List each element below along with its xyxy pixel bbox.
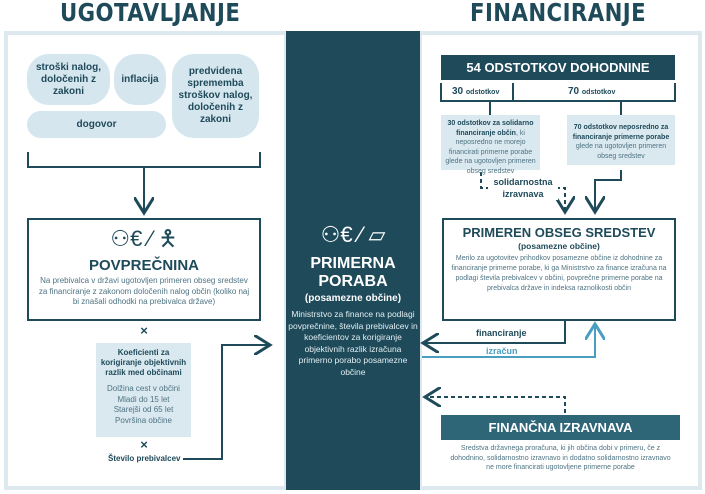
box-30-rest: , ki neposredno ne morejo financirati pr… bbox=[445, 129, 536, 175]
obseg-title: PRIMEREN OBSEG SREDSTEV bbox=[462, 225, 656, 240]
box-70-rest: glede na ugotovljen primeren obseg sreds… bbox=[575, 143, 667, 160]
split-30-unit: odstotkov bbox=[465, 89, 500, 96]
box-70: 70 odstotkov neposredno za financiranje … bbox=[567, 115, 675, 165]
split-70-num: 70 bbox=[568, 86, 580, 97]
obseg-text: Merilo za ugotovitev prihodkov posamezne… bbox=[451, 255, 667, 292]
povprecnina-box: ⚇€ ⁄ 🯅 POVPREČNINA Na prebivalca v držav… bbox=[27, 218, 261, 321]
box-30: 30 odstotkov za solidarno financiranje o… bbox=[441, 115, 540, 175]
right-panel bbox=[418, 31, 702, 490]
bubble-predvidena: predvidena sprememba stroškov nalog, dol… bbox=[172, 54, 259, 138]
povprecnina-title: POVPREČNINA bbox=[88, 257, 200, 274]
koeficient-item: Površina občine bbox=[115, 415, 172, 425]
split-70: 70 odstotkov bbox=[568, 86, 615, 97]
split-70-unit: odstotkov bbox=[581, 89, 616, 96]
koeficient-item: Starejši od 65 let bbox=[113, 405, 174, 414]
header-financiranje: FINANCIRANJE bbox=[470, 0, 647, 27]
box-70-bold: 70 odstotkov neposredno za financiranje … bbox=[572, 124, 670, 141]
center-column bbox=[286, 31, 420, 490]
bubble-inflacija: inflacija bbox=[114, 54, 166, 105]
multiply-icon: × bbox=[140, 437, 148, 452]
box-30-bold: 30 odstotkov za solidarno financiranje o… bbox=[447, 120, 534, 137]
izravnava-text: Sredstva državnega proračuna, ki jih obč… bbox=[450, 445, 671, 471]
koeficient-item: Dolžina cest v občini bbox=[107, 384, 180, 393]
header-ugotavljanje: UGOTAVLJANJE bbox=[60, 0, 241, 27]
dohodnina-bar: 54 ODSTOTKOV DOHODNINE bbox=[441, 55, 675, 80]
stevilo-prebivalcev: Število prebivalcev bbox=[108, 454, 181, 463]
koeficienti-list: Dolžina cest v občini Mladi do 15 let St… bbox=[99, 384, 188, 426]
obseg-subtitle: (posamezne občine) bbox=[518, 241, 600, 251]
primerna-subtitle: (posamezne občine) bbox=[304, 293, 402, 304]
primeren-obseg-box: PRIMEREN OBSEG SREDSTEV (posamezne občin… bbox=[442, 218, 676, 321]
povprecnina-text: Na prebivalca v državi ugotovljen primer… bbox=[38, 276, 250, 306]
financna-izravnava-bar: FINANČNA IZRAVNAVA bbox=[441, 415, 680, 440]
primerna-text: Ministrstvo za finance na podlagi povpre… bbox=[288, 309, 418, 377]
coins-slovenia-map-icon: ⚇€ ⁄ ▱ bbox=[320, 222, 386, 247]
koeficient-item: Mladi do 15 let bbox=[117, 394, 170, 404]
solidarnostna-izravnava: solidarnostna izravnava bbox=[488, 176, 558, 200]
koeficienti-title: Koeficienti za korigiranje objektivnih r… bbox=[100, 348, 187, 377]
koeficienti-box: Koeficienti za korigiranje objektivnih r… bbox=[96, 343, 191, 437]
primerna-poraba: ⚇€ ⁄ ▱ PRIMERNA PORABA (posamezne občine… bbox=[288, 220, 418, 378]
split-30: 30 odstotkov bbox=[452, 86, 499, 97]
poraba-title: PORABA bbox=[318, 273, 388, 290]
financiranje-label: financiranje bbox=[476, 328, 527, 338]
split-30-num: 30 bbox=[452, 86, 464, 97]
bubble-stroski: stroški nalog, določenih z zakoni bbox=[27, 54, 110, 105]
coins-person-icon: ⚇€ ⁄ 🯅 bbox=[110, 226, 178, 251]
izracun-label: izračun bbox=[486, 346, 518, 356]
multiply-icon: × bbox=[140, 323, 148, 338]
bubble-dogovor: dogovor bbox=[27, 111, 166, 138]
primerna-title: PRIMERNA bbox=[310, 255, 396, 272]
